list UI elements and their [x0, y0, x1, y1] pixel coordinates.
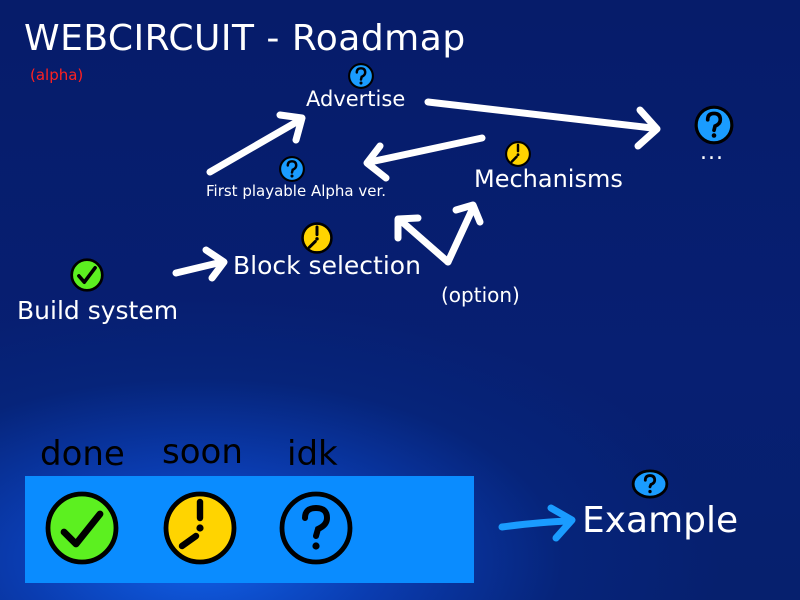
question-icon — [631, 469, 669, 499]
clock-icon — [301, 222, 333, 254]
node-mechanisms: Mechanisms — [474, 165, 623, 193]
clock-icon — [505, 141, 531, 167]
node-build-system: Build system — [17, 296, 179, 325]
arrow-first-playable-to-advertise — [206, 111, 306, 176]
check-icon — [45, 491, 119, 565]
arrow-build-to-block — [172, 246, 228, 282]
legend-label-soon: soon — [162, 432, 243, 472]
question-icon — [348, 63, 374, 89]
question-icon — [279, 156, 305, 182]
example-label: Example — [582, 500, 739, 541]
check-icon — [70, 258, 104, 292]
legend-label-done: done — [40, 434, 125, 474]
legend-label-idk: idk — [287, 434, 338, 474]
question-icon — [694, 105, 734, 145]
arrow-mechanisms-to-first-playable — [363, 134, 486, 182]
alpha-label: (alpha) — [30, 66, 84, 84]
clock-icon — [163, 491, 237, 565]
arrow-block-to-first-playable — [394, 214, 452, 266]
arrow-advertise-to-more — [424, 98, 661, 150]
node-more: ... — [700, 140, 724, 165]
page-title: WEBCIRCUIT - Roadmap — [24, 18, 466, 59]
node-first-playable: First playable Alpha ver. — [206, 182, 387, 200]
node-advertise: Advertise — [306, 87, 406, 111]
example-arrow — [498, 504, 576, 542]
arrow-block-to-mechanisms — [444, 201, 484, 266]
node-block-selection: Block selection — [233, 251, 421, 280]
option-label: (option) — [441, 283, 520, 307]
question-icon — [279, 491, 353, 565]
